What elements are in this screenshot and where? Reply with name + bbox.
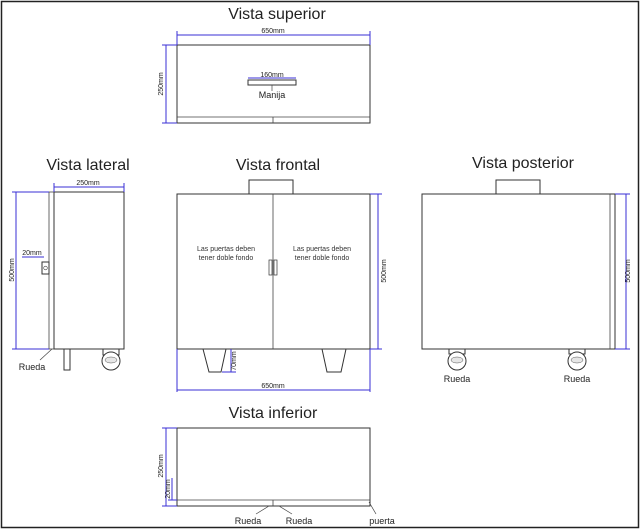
front-height-dim-label: 500mm — [381, 259, 388, 283]
back-height-dim-label: 500mm — [625, 259, 632, 283]
top-view-body — [176, 44, 371, 124]
front-note-left-2: tener doble fondo — [199, 255, 254, 262]
top-view-title: Vista superior — [228, 6, 326, 23]
bottom-depth-dim-label: 250mm — [158, 454, 165, 478]
front-leg-right — [321, 348, 347, 373]
side-lock-hole — [43, 265, 48, 271]
side-wheel-leader — [39, 348, 53, 361]
front-note-right-1: Las puertas deben — [293, 246, 351, 253]
front-width-dim-label: 650mm — [261, 383, 285, 390]
side-lock — [41, 261, 50, 275]
top-view: Vista superior 650mm 250mm 160mm Manija — [158, 6, 371, 124]
bottom-door-label: puerta — [369, 516, 395, 526]
bottom-strip-dim-label: 20mm — [165, 479, 172, 499]
handle-top — [247, 79, 297, 86]
front-leg-left — [202, 348, 227, 373]
handle-dim-label: 160mm — [260, 72, 284, 79]
side-wheel-hub — [104, 356, 118, 364]
handle-label: Manija — [259, 90, 286, 100]
back-view: Vista posterior 500mm Rueda Rueda — [421, 155, 632, 384]
bottom-wheel-1-label: Rueda — [235, 516, 262, 526]
front-note-right-2: tener doble fondo — [295, 255, 350, 262]
back-wheel-right-label: Rueda — [564, 374, 591, 384]
side-width-dim-label: 250mm — [76, 180, 100, 187]
back-view-body — [421, 193, 616, 350]
bottom-view-body — [176, 427, 371, 507]
side-wheel-label: Rueda — [19, 362, 46, 372]
back-handle — [495, 179, 541, 195]
front-latch-right — [273, 259, 278, 276]
back-wheel-right-hub — [570, 356, 584, 364]
bottom-wheel-2-leader — [278, 505, 293, 515]
side-lock-dim-label: 20mm — [22, 250, 42, 257]
front-handle — [248, 179, 294, 195]
front-latch-left — [268, 259, 273, 276]
bottom-view: Vista inferior 250mm 20mm Rueda Rueda pu… — [158, 405, 395, 526]
front-view-title: Vista frontal — [236, 157, 320, 174]
bottom-wheel-1-leader — [255, 505, 270, 515]
back-wheel-left-label: Rueda — [444, 374, 471, 384]
back-view-title: Vista posterior — [472, 155, 575, 172]
bottom-door-leader — [368, 501, 377, 515]
side-height-dim-label: 500mm — [9, 258, 16, 282]
side-view-body — [53, 191, 125, 350]
bottom-view-title: Vista inferior — [229, 405, 318, 422]
back-wheel-left-hub — [450, 356, 464, 364]
front-leg-dim-label: 70mm — [231, 351, 238, 371]
side-view-title: Vista lateral — [46, 157, 129, 174]
top-depth-dim-label: 250mm — [158, 72, 165, 96]
bottom-wheel-2-label: Rueda — [286, 516, 313, 526]
top-width-dim-label: 650mm — [261, 28, 285, 35]
front-view-body — [176, 193, 371, 350]
side-leg — [63, 348, 71, 371]
front-view: Vista frontal Las puertas deben tener do… — [176, 157, 388, 392]
front-note-left-1: Las puertas deben — [197, 246, 255, 253]
side-view: Vista lateral 250mm 500mm 20mm Rueda — [9, 157, 130, 372]
